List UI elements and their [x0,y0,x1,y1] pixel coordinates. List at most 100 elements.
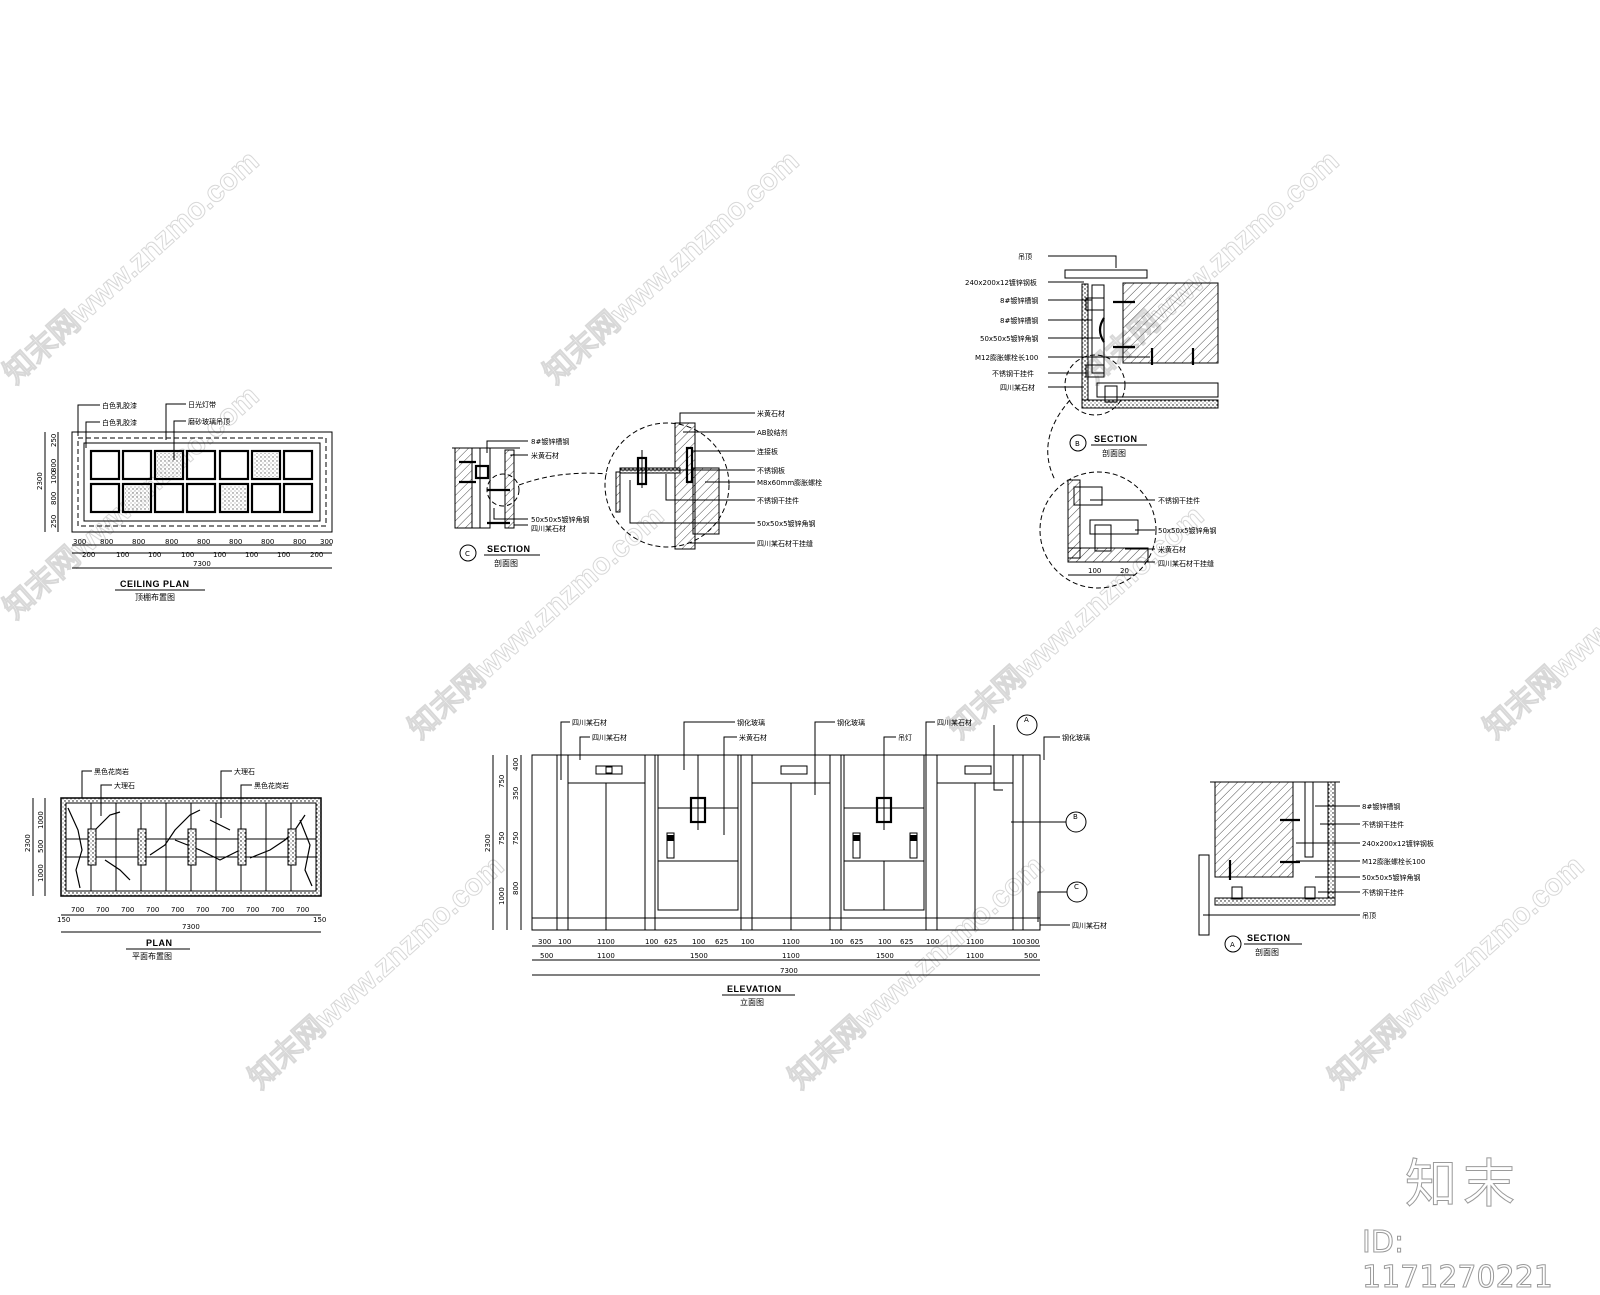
ceiling-plan-title: CEILING PLAN [120,579,190,589]
svg-text:米黄石材: 米黄石材 [531,451,559,460]
svg-text:不锈钢干挂件: 不锈钢干挂件 [757,496,799,505]
section-c: 8#镀锌槽钢 米黄石材 50x50x5镀锌角钢 四川某石材 C SECTION … [452,409,822,568]
svg-text:2300: 2300 [36,472,44,490]
svg-text:500: 500 [37,840,45,853]
svg-text:800: 800 [293,538,306,546]
svg-text:700: 700 [71,906,84,914]
svg-text:800: 800 [50,492,58,505]
floor-plan-title: PLAN [146,938,173,948]
svg-text:吊顶: 吊顶 [1018,253,1032,261]
svg-text:日光灯带: 日光灯带 [188,400,216,409]
svg-text:B: B [1073,813,1078,821]
svg-text:700: 700 [196,906,209,914]
svg-text:不锈钢干挂件: 不锈钢干挂件 [1362,888,1404,897]
elevator-door-2 [752,765,830,930]
svg-text:剖面图: 剖面图 [494,558,518,568]
floor-plan: 黑色花岗岩 大理石 大理石 黑色花岗岩 2300 1000 500 1000 7… [24,767,326,961]
svg-text:1500: 1500 [690,952,708,960]
svg-text:M12膨胀螺栓长100: M12膨胀螺栓长100 [975,353,1038,362]
svg-text:300: 300 [73,538,86,546]
svg-text:700: 700 [96,906,109,914]
svg-text:1000: 1000 [37,811,45,829]
svg-text:不锈钢干挂件: 不锈钢干挂件 [1362,820,1404,829]
svg-text:顶棚布置图: 顶棚布置图 [135,592,175,602]
svg-text:B: B [1075,440,1080,448]
svg-text:50x50x5镀锌角钢: 50x50x5镀锌角钢 [1158,526,1217,535]
svg-text:1000: 1000 [37,864,45,882]
svg-text:M12膨胀螺栓长100: M12膨胀螺栓长100 [1362,857,1425,866]
svg-text:黑色花岗岩: 黑色花岗岩 [94,767,129,776]
svg-text:700: 700 [146,906,159,914]
svg-text:米黄石材: 米黄石材 [1158,545,1186,554]
svg-text:250: 250 [50,515,58,528]
svg-text:50x50x5镀锌角钢: 50x50x5镀锌角钢 [757,519,816,528]
svg-text:50x50x5镀锌角钢: 50x50x5镀锌角钢 [1362,873,1421,882]
svg-text:800: 800 [261,538,274,546]
svg-text:黑色花岗岩: 黑色花岗岩 [254,781,289,790]
svg-text:钢化玻璃: 钢化玻璃 [837,718,865,727]
elevation-title: ELEVATION [727,984,782,994]
svg-text:8#镀锌槽钢: 8#镀锌槽钢 [1362,802,1400,811]
svg-text:400: 400 [512,758,520,771]
svg-text:100: 100 [926,938,939,946]
section-b: 吊顶 240x200x12镀锌钢板 8#镀锌槽钢 8#镀锌槽钢 50x50x5镀… [965,253,1219,589]
svg-text:立面图: 立面图 [740,997,764,1007]
svg-text:100: 100 [181,551,194,559]
svg-text:150: 150 [57,916,70,924]
svg-text:750: 750 [498,775,506,788]
elevator-door-1 [568,765,645,930]
svg-text:200: 200 [82,551,95,559]
svg-text:8#镀锌槽钢: 8#镀锌槽钢 [1000,296,1038,305]
svg-text:1100: 1100 [782,952,800,960]
section-a: 8#镀锌槽钢 不锈钢干挂件 240x200x12镀锌钢板 M12膨胀螺栓长100… [1198,781,1434,957]
section-c-title: SECTION [487,544,531,554]
svg-text:100: 100 [830,938,843,946]
granite-strips [87,828,297,866]
svg-text:1100: 1100 [597,952,615,960]
svg-text:700: 700 [221,906,234,914]
brand-id: ID: 1171270221 [1362,1225,1554,1295]
svg-text:四川某石材: 四川某石材 [531,524,566,533]
svg-text:不锈钢板: 不锈钢板 [757,466,785,475]
svg-text:240x200x12镀锌钢板: 240x200x12镀锌钢板 [965,278,1037,287]
svg-text:50x50x5镀锌角钢: 50x50x5镀锌角钢 [531,515,590,524]
svg-text:100: 100 [50,471,58,484]
svg-text:白色乳胶漆: 白色乳胶漆 [102,418,137,427]
svg-text:500: 500 [540,952,553,960]
svg-text:AB胶结剂: AB胶结剂 [757,428,788,437]
section-a-title: SECTION [1247,933,1291,943]
svg-text:150: 150 [313,916,326,924]
svg-text:20: 20 [1120,567,1129,575]
svg-text:四川某石材: 四川某石材 [937,718,972,727]
svg-text:大理石: 大理石 [234,767,255,776]
glass-bay-1 [657,754,739,911]
svg-text:四川某石材干挂缝: 四川某石材干挂缝 [757,539,813,548]
svg-text:米黄石材: 米黄石材 [739,733,767,742]
svg-text:四川某石材: 四川某石材 [592,733,627,742]
svg-text:1100: 1100 [597,938,615,946]
section-marker-a: A [993,714,1038,791]
svg-text:A: A [1024,716,1029,724]
svg-text:8#镀锌槽钢: 8#镀锌槽钢 [1000,316,1038,325]
svg-text:1100: 1100 [966,952,984,960]
svg-text:800: 800 [132,538,145,546]
ceiling-glass-panels [89,449,314,514]
svg-text:1100: 1100 [782,938,800,946]
svg-text:大理石: 大理石 [114,781,135,790]
svg-text:100: 100 [116,551,129,559]
svg-text:300: 300 [1026,938,1039,946]
svg-text:700: 700 [271,906,284,914]
svg-text:700: 700 [246,906,259,914]
svg-text:100: 100 [878,938,891,946]
svg-text:白色乳胶漆: 白色乳胶漆 [102,401,137,410]
svg-text:四川某石材干挂缝: 四川某石材干挂缝 [1158,559,1214,568]
svg-text:四川某石材: 四川某石材 [1072,921,1107,930]
svg-text:100: 100 [245,551,258,559]
section-marker-c: C [1037,881,1088,922]
svg-text:四川某石材: 四川某石材 [1000,383,1035,392]
svg-text:800: 800 [50,459,58,472]
svg-text:200: 200 [310,551,323,559]
brand-logo: 知末 [1404,1155,1522,1216]
